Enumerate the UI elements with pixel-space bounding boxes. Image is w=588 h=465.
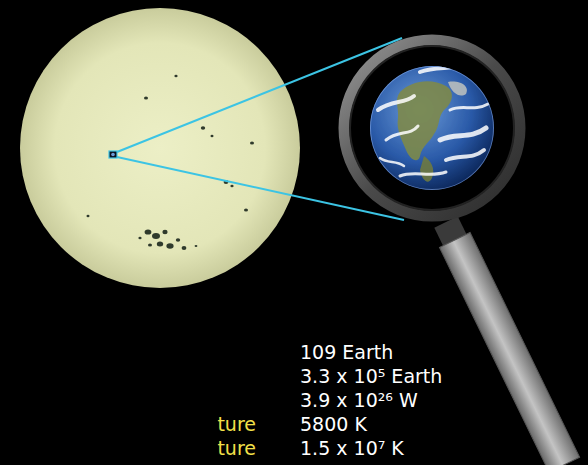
- earth-dot: [111, 153, 115, 157]
- sun-disk: [20, 8, 300, 288]
- value-label: 109 Earth: [300, 341, 393, 363]
- earth-marker: [109, 151, 117, 158]
- value-label: 3.3 x 10⁵ Earth: [300, 365, 442, 387]
- value-label: 3.9 x 10²⁶ W: [300, 389, 418, 411]
- earth-globe: [370, 64, 494, 190]
- property-label: ture: [217, 413, 256, 435]
- property-label: ture: [217, 437, 256, 459]
- sunspots: [87, 75, 255, 250]
- value-label: 5800 K: [300, 413, 367, 435]
- magnifier-lens: [344, 40, 520, 216]
- value-label: 1.5 x 10⁷ K: [300, 437, 404, 459]
- magnifier-handle: [431, 215, 580, 465]
